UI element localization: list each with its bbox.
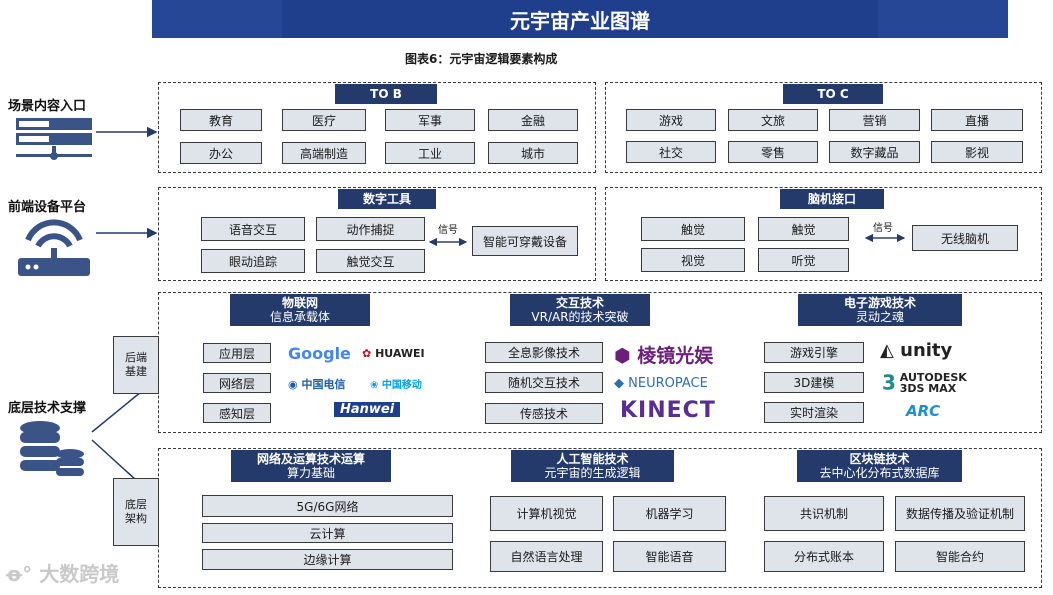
ai-header: 人工智能技术元宇宙的生成逻辑 <box>511 450 674 482</box>
huawei-logo: ✿ HUAWEI <box>362 347 425 360</box>
bci-item: 听觉 <box>758 248 849 272</box>
game-tech-item: 游戏引擎 <box>764 342 864 363</box>
digital-tool-item: 触觉交互 <box>316 249 425 273</box>
game-tech-item: 3D建模 <box>764 372 864 393</box>
china-telecom-logo: ◉ 中国电信 <box>288 378 346 391</box>
digital-tool-item: 动作捕捉 <box>316 217 425 241</box>
ai-item: 计算机视觉 <box>490 496 603 531</box>
signal-label: 信号 <box>873 223 893 234</box>
network-item: 边缘计算 <box>202 549 453 570</box>
to-c-item: 营销 <box>829 109 920 131</box>
kinect-logo: KINECT <box>620 398 716 423</box>
to-c-item: 影视 <box>931 141 1023 163</box>
network-item: 5G/6G网络 <box>202 495 453 517</box>
interaction-item: 全息影像技术 <box>485 342 603 363</box>
wearable-device-box: 智能可穿戴设备 <box>472 226 578 256</box>
iot-layer: 网络层 <box>203 373 271 393</box>
to-b-item: 医疗 <box>282 109 366 131</box>
bci-panel <box>605 187 1042 281</box>
blockchain-item: 分布式账本 <box>764 541 884 572</box>
page-title: 元宇宙产业图谱 <box>510 8 650 33</box>
digital-tools-header: 数字工具 <box>338 189 436 209</box>
blockchain-header: 区块链技术去中心化分布式数据库 <box>797 450 962 482</box>
interaction-item: 传感技术 <box>485 403 603 424</box>
game-tech-item: 实时渲染 <box>764 402 864 423</box>
network-item: 云计算 <box>202 523 453 543</box>
digital-tool-item: 语音交互 <box>201 217 305 241</box>
to-c-item: 游戏 <box>626 109 716 131</box>
side-tag-backend: 后端 基建 <box>113 336 159 394</box>
3dsmax-logo: 3 AUTODESK 3DS MAX <box>882 370 967 395</box>
signal-label: 信号 <box>438 225 458 236</box>
to-c-header: TO C <box>783 84 883 104</box>
to-b-item: 城市 <box>488 142 578 164</box>
ai-item: 机器学习 <box>613 496 726 531</box>
title-banner: 元宇宙产业图谱 <box>152 0 1008 38</box>
server-icon <box>16 118 92 170</box>
figure-caption: 图表6：元宇宙逻辑要素构成 <box>405 52 558 66</box>
blockchain-item: 数据传播及验证机制 <box>895 496 1025 531</box>
to-c-panel <box>605 82 1042 173</box>
watermark: ꝋ° 大数跨境 <box>6 562 120 586</box>
hanwei-logo: Hanwei <box>334 402 401 417</box>
wireless-bci-box: 无线脑机 <box>912 225 1018 251</box>
to-c-item: 数字藏品 <box>829 141 920 163</box>
to-b-item: 办公 <box>180 142 262 164</box>
to-c-item: 社交 <box>626 141 716 163</box>
digital-tool-item: 眼动追踪 <box>201 249 305 273</box>
bci-item: 触觉 <box>641 217 745 241</box>
watermark-logo-icon: ꝋ° <box>6 562 33 586</box>
label-bottom: 底层技术支撑 <box>8 401 87 416</box>
prism-logo: ⬢ 棱镜光娱 <box>614 345 714 367</box>
google-logo: Google <box>288 344 351 363</box>
to-c-item: 直播 <box>931 109 1023 131</box>
iot-header: 物联网信息承载体 <box>230 294 370 326</box>
network-header: 网络及运算技术运算算力基础 <box>231 450 391 482</box>
to-b-item: 高端制造 <box>282 142 366 164</box>
neuropace-logo: ◆ NEUROPACE <box>614 376 708 391</box>
backend-panel <box>158 292 1042 433</box>
side-tag-base: 底层 架构 <box>113 478 159 546</box>
ai-item: 自然语言处理 <box>490 541 603 572</box>
blockchain-item: 智能合约 <box>895 541 1025 572</box>
to-b-panel <box>158 82 596 173</box>
to-c-item: 文旅 <box>728 109 818 131</box>
bci-item: 视觉 <box>641 248 745 272</box>
game-tech-header: 电子游戏技术灵动之魂 <box>798 294 962 326</box>
iot-layer: 应用层 <box>203 343 271 363</box>
digital-tools-panel <box>158 187 596 281</box>
blockchain-item: 共识机制 <box>764 496 884 531</box>
china-mobile-logo: ❀ 中国移动 <box>370 380 422 391</box>
iot-layer: 感知层 <box>203 403 271 423</box>
base-panel <box>158 448 1042 588</box>
to-b-item: 军事 <box>385 109 475 131</box>
to-b-item: 教育 <box>180 109 262 131</box>
to-b-item: 工业 <box>385 142 475 164</box>
to-b-item: 金融 <box>488 109 578 131</box>
bci-header: 脑机接口 <box>780 189 884 209</box>
bci-item: 触觉 <box>758 217 849 241</box>
arc-logo: ARC <box>906 402 941 420</box>
label-scene: 场景内容入口 <box>8 99 87 114</box>
ai-item: 智能语音 <box>613 541 726 572</box>
to-b-header: TO B <box>335 84 437 104</box>
label-frontend: 前端设备平台 <box>8 200 87 215</box>
to-c-item: 零售 <box>728 141 818 163</box>
unity-logo: ◭ unity <box>880 340 953 361</box>
database-icon <box>18 420 86 480</box>
router-icon <box>18 218 90 280</box>
interaction-item: 随机交互技术 <box>485 372 603 393</box>
